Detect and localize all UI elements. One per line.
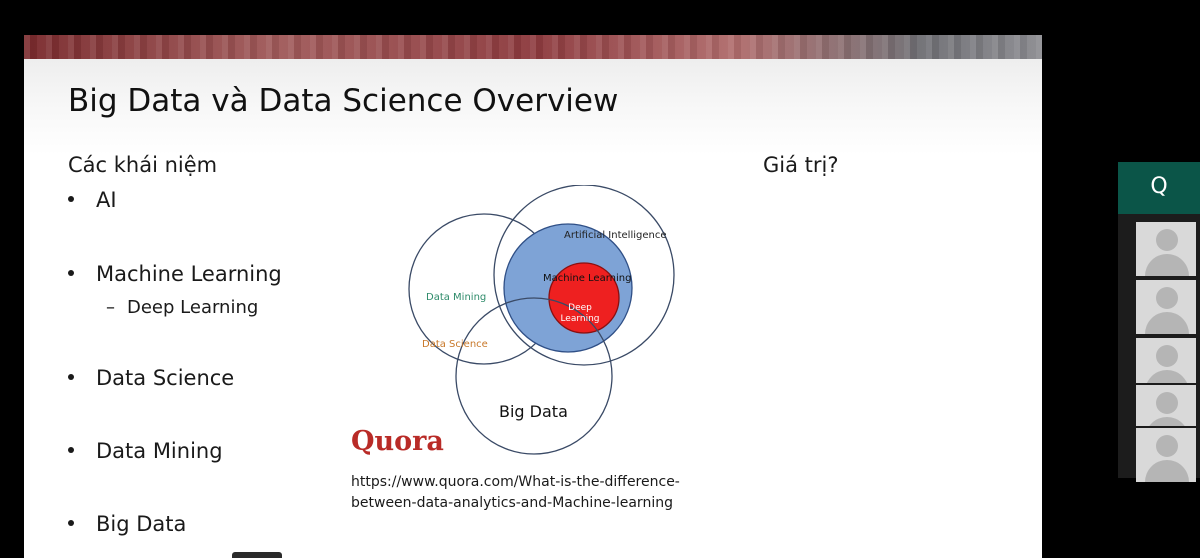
label-artificial-intelligence: Artificial Intelligence — [564, 230, 667, 241]
slide-header-banner — [24, 35, 1042, 59]
bullet-label: Big Data — [96, 512, 187, 536]
sub-bullet-item: –Deep Learning — [106, 297, 258, 318]
bullet-label: Data Mining — [96, 439, 223, 463]
source-url-text: https://www.quora.com/What-is-the-differ… — [351, 474, 680, 511]
avatar-head — [1156, 229, 1178, 251]
participant-initial: Q — [1150, 174, 1168, 199]
participant-tile[interactable] — [1118, 426, 1200, 482]
value-heading: Giá trị? — [763, 153, 839, 177]
bullet-item: Data Mining — [68, 439, 223, 463]
concepts-heading: Các khái niệm — [68, 153, 218, 177]
avatar-head — [1156, 287, 1178, 309]
ai-circle — [493, 185, 675, 366]
bullet-item: AI — [68, 188, 117, 212]
bullet-dot-icon — [68, 196, 74, 202]
participants-panel: Q — [1118, 162, 1200, 482]
participant-tile[interactable] — [1118, 220, 1200, 276]
label-data-mining: Data Mining — [426, 292, 486, 303]
participant-tile[interactable] — [1118, 278, 1200, 334]
label-deep-learning-line2: Learning — [560, 314, 599, 324]
bullet-dot-icon — [68, 447, 74, 453]
venn-diagram: Artificial Intelligence Machine Learning… — [408, 185, 675, 455]
sub-bullet-label: Deep Learning — [127, 297, 259, 318]
avatar-head — [1156, 435, 1178, 457]
participant-tile[interactable] — [1118, 336, 1200, 392]
participant-tile-active[interactable]: Q — [1118, 162, 1200, 214]
big-data-circle — [455, 297, 613, 455]
avatar-body — [1145, 254, 1189, 276]
label-deep-learning-line1: Deep — [568, 303, 592, 313]
bullet-item: Data Science — [68, 366, 234, 390]
dash-icon: – — [106, 297, 115, 318]
bullet-dot-icon — [68, 520, 74, 526]
label-machine-learning: Machine Learning — [543, 273, 631, 284]
bullet-label: Data Science — [96, 366, 235, 390]
quora-logo: Quora — [351, 426, 444, 457]
bottom-toolbar-handle[interactable] — [232, 552, 282, 558]
presentation-slide: Big Data và Data Science Overview Các kh… — [24, 35, 1042, 558]
bullet-item: Big Data — [68, 512, 186, 536]
avatar-head — [1156, 392, 1178, 414]
bullet-label: Machine Learning — [96, 262, 282, 286]
avatar-head — [1156, 345, 1178, 367]
avatar-body — [1145, 312, 1189, 334]
bullet-dot-icon — [68, 374, 74, 380]
deep-learning-circle — [548, 262, 620, 334]
label-big-data: Big Data — [499, 402, 568, 421]
label-data-science: Data Science — [422, 339, 488, 350]
slide-title: Big Data và Data Science Overview — [68, 83, 619, 119]
bullet-label: AI — [96, 188, 117, 212]
avatar-body — [1145, 460, 1189, 482]
bullet-dot-icon — [68, 270, 74, 276]
bullet-item: Machine Learning — [68, 262, 282, 286]
